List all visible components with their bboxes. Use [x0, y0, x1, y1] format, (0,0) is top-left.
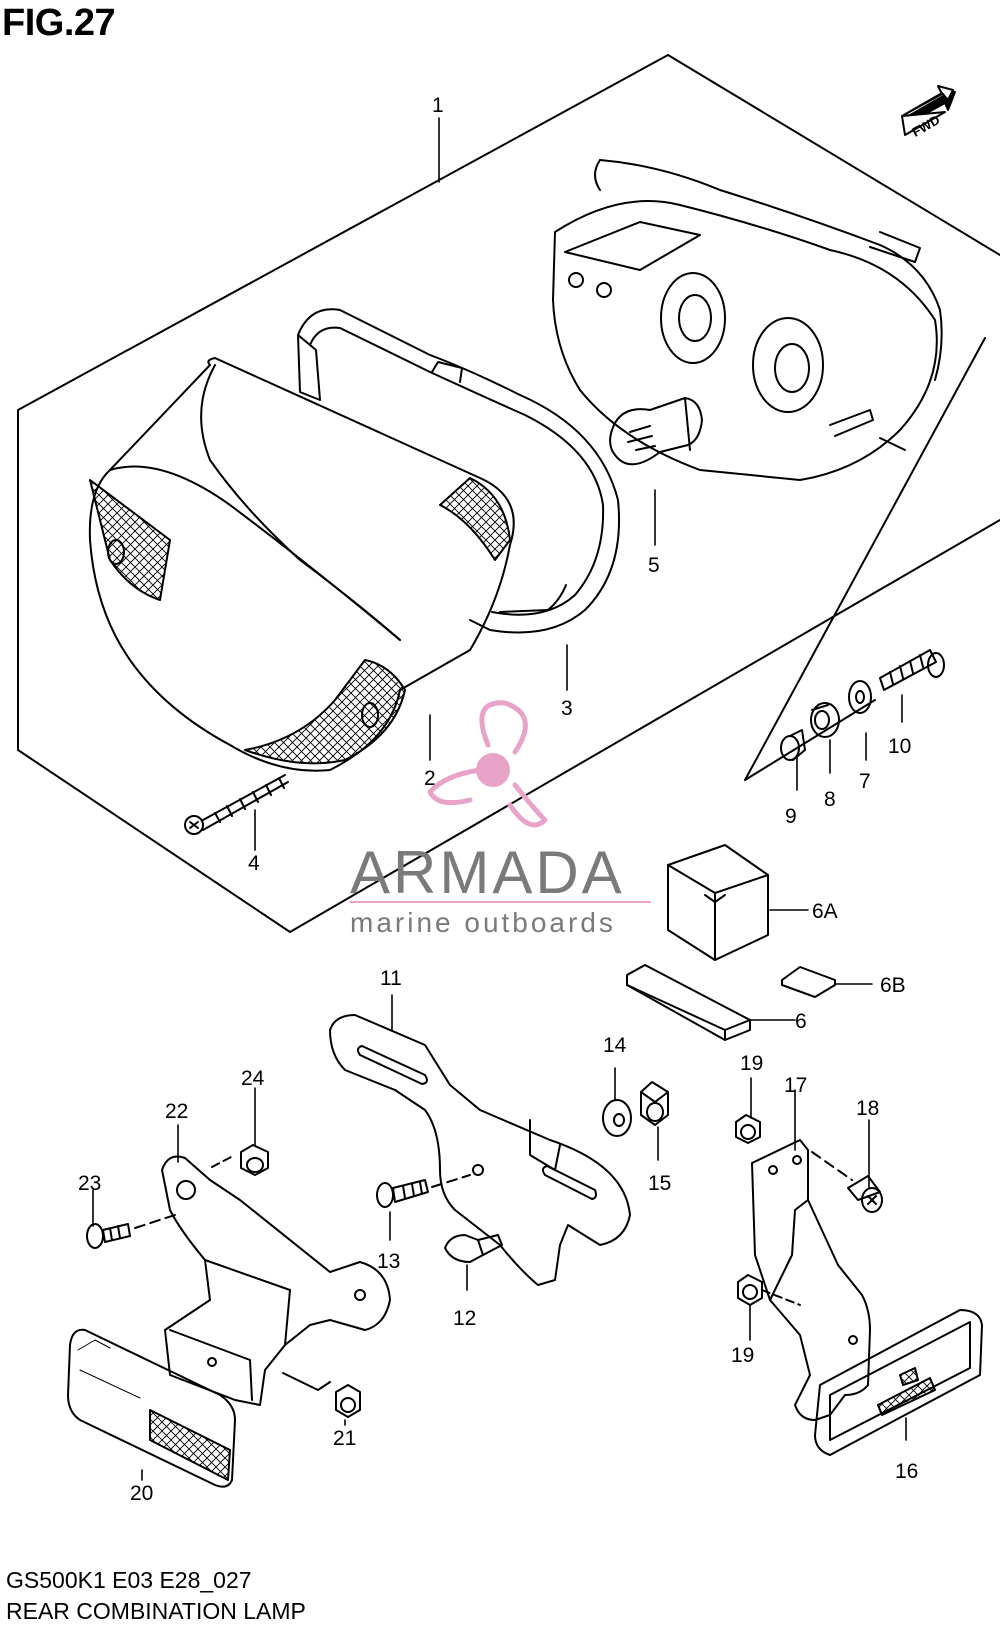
label-20: 20 — [130, 1482, 153, 1505]
label-6b: 6B — [880, 974, 906, 997]
watermark-tagline: marine outboards — [350, 907, 616, 938]
right-reflector-bracket — [751, 1139, 871, 1421]
label-13: 13 — [377, 1250, 400, 1273]
bulb — [609, 397, 703, 466]
label-19-top: 19 — [740, 1052, 763, 1075]
left-reflector — [67, 1328, 236, 1488]
hardware-group — [780, 649, 945, 761]
watermark-brand: ARMADA — [350, 839, 625, 906]
label-3: 3 — [561, 697, 573, 720]
label-18: 18 — [856, 1097, 879, 1120]
bracket-screw — [376, 1174, 471, 1208]
rubber-plug — [444, 1234, 503, 1263]
label-1: 1 — [432, 94, 444, 117]
lens-screw — [184, 774, 289, 835]
label-15: 15 — [648, 1172, 671, 1195]
label-24: 24 — [241, 1067, 265, 1090]
nut-washer — [602, 1081, 669, 1137]
watermark: ARMADA marine outboards — [349, 700, 651, 938]
part-name: REAR COMBINATION LAMP — [6, 1598, 306, 1624]
forward-arrow-icon: FWD — [901, 85, 956, 140]
propeller-icon — [427, 700, 548, 828]
label-9: 9 — [785, 805, 797, 828]
right-nuts — [735, 1114, 801, 1306]
small-nuts — [240, 1144, 361, 1418]
label-22: 22 — [165, 1100, 188, 1123]
leader-lines — [92, 117, 907, 1481]
label-5: 5 — [648, 554, 660, 577]
label-6a: 6A — [812, 900, 838, 923]
label-2: 2 — [424, 767, 436, 790]
label-6: 6 — [795, 1010, 807, 1033]
label-19-bottom: 19 — [731, 1344, 754, 1367]
model-code: GS500K1 E03 E28_027 — [6, 1567, 252, 1593]
label-17: 17 — [784, 1074, 807, 1097]
right-reflector — [814, 1309, 983, 1456]
right-screw — [847, 1175, 883, 1213]
pad-parts — [626, 844, 836, 1041]
label-11: 11 — [380, 967, 402, 990]
label-21: 21 — [333, 1427, 356, 1450]
label-7: 7 — [859, 770, 871, 793]
figure-title: FIG.27 — [2, 2, 116, 44]
label-14: 14 — [603, 1034, 627, 1057]
lens — [88, 357, 515, 772]
label-12: 12 — [453, 1307, 476, 1330]
reflector-screw — [86, 1214, 176, 1249]
label-4: 4 — [248, 852, 260, 875]
label-16: 16 — [895, 1460, 918, 1483]
left-reflector-bracket — [161, 1154, 391, 1406]
label-23: 23 — [78, 1172, 101, 1195]
gasket — [297, 308, 621, 634]
assembly-outline — [17, 54, 1000, 933]
lamp-housing — [552, 159, 943, 481]
label-8: 8 — [824, 788, 836, 811]
part-labels: 1 2 3 4 5 6 6A 6B 7 8 9 10 11 12 13 14 1… — [78, 94, 918, 1505]
mounting-bracket — [329, 1014, 631, 1286]
label-10: 10 — [888, 735, 911, 758]
